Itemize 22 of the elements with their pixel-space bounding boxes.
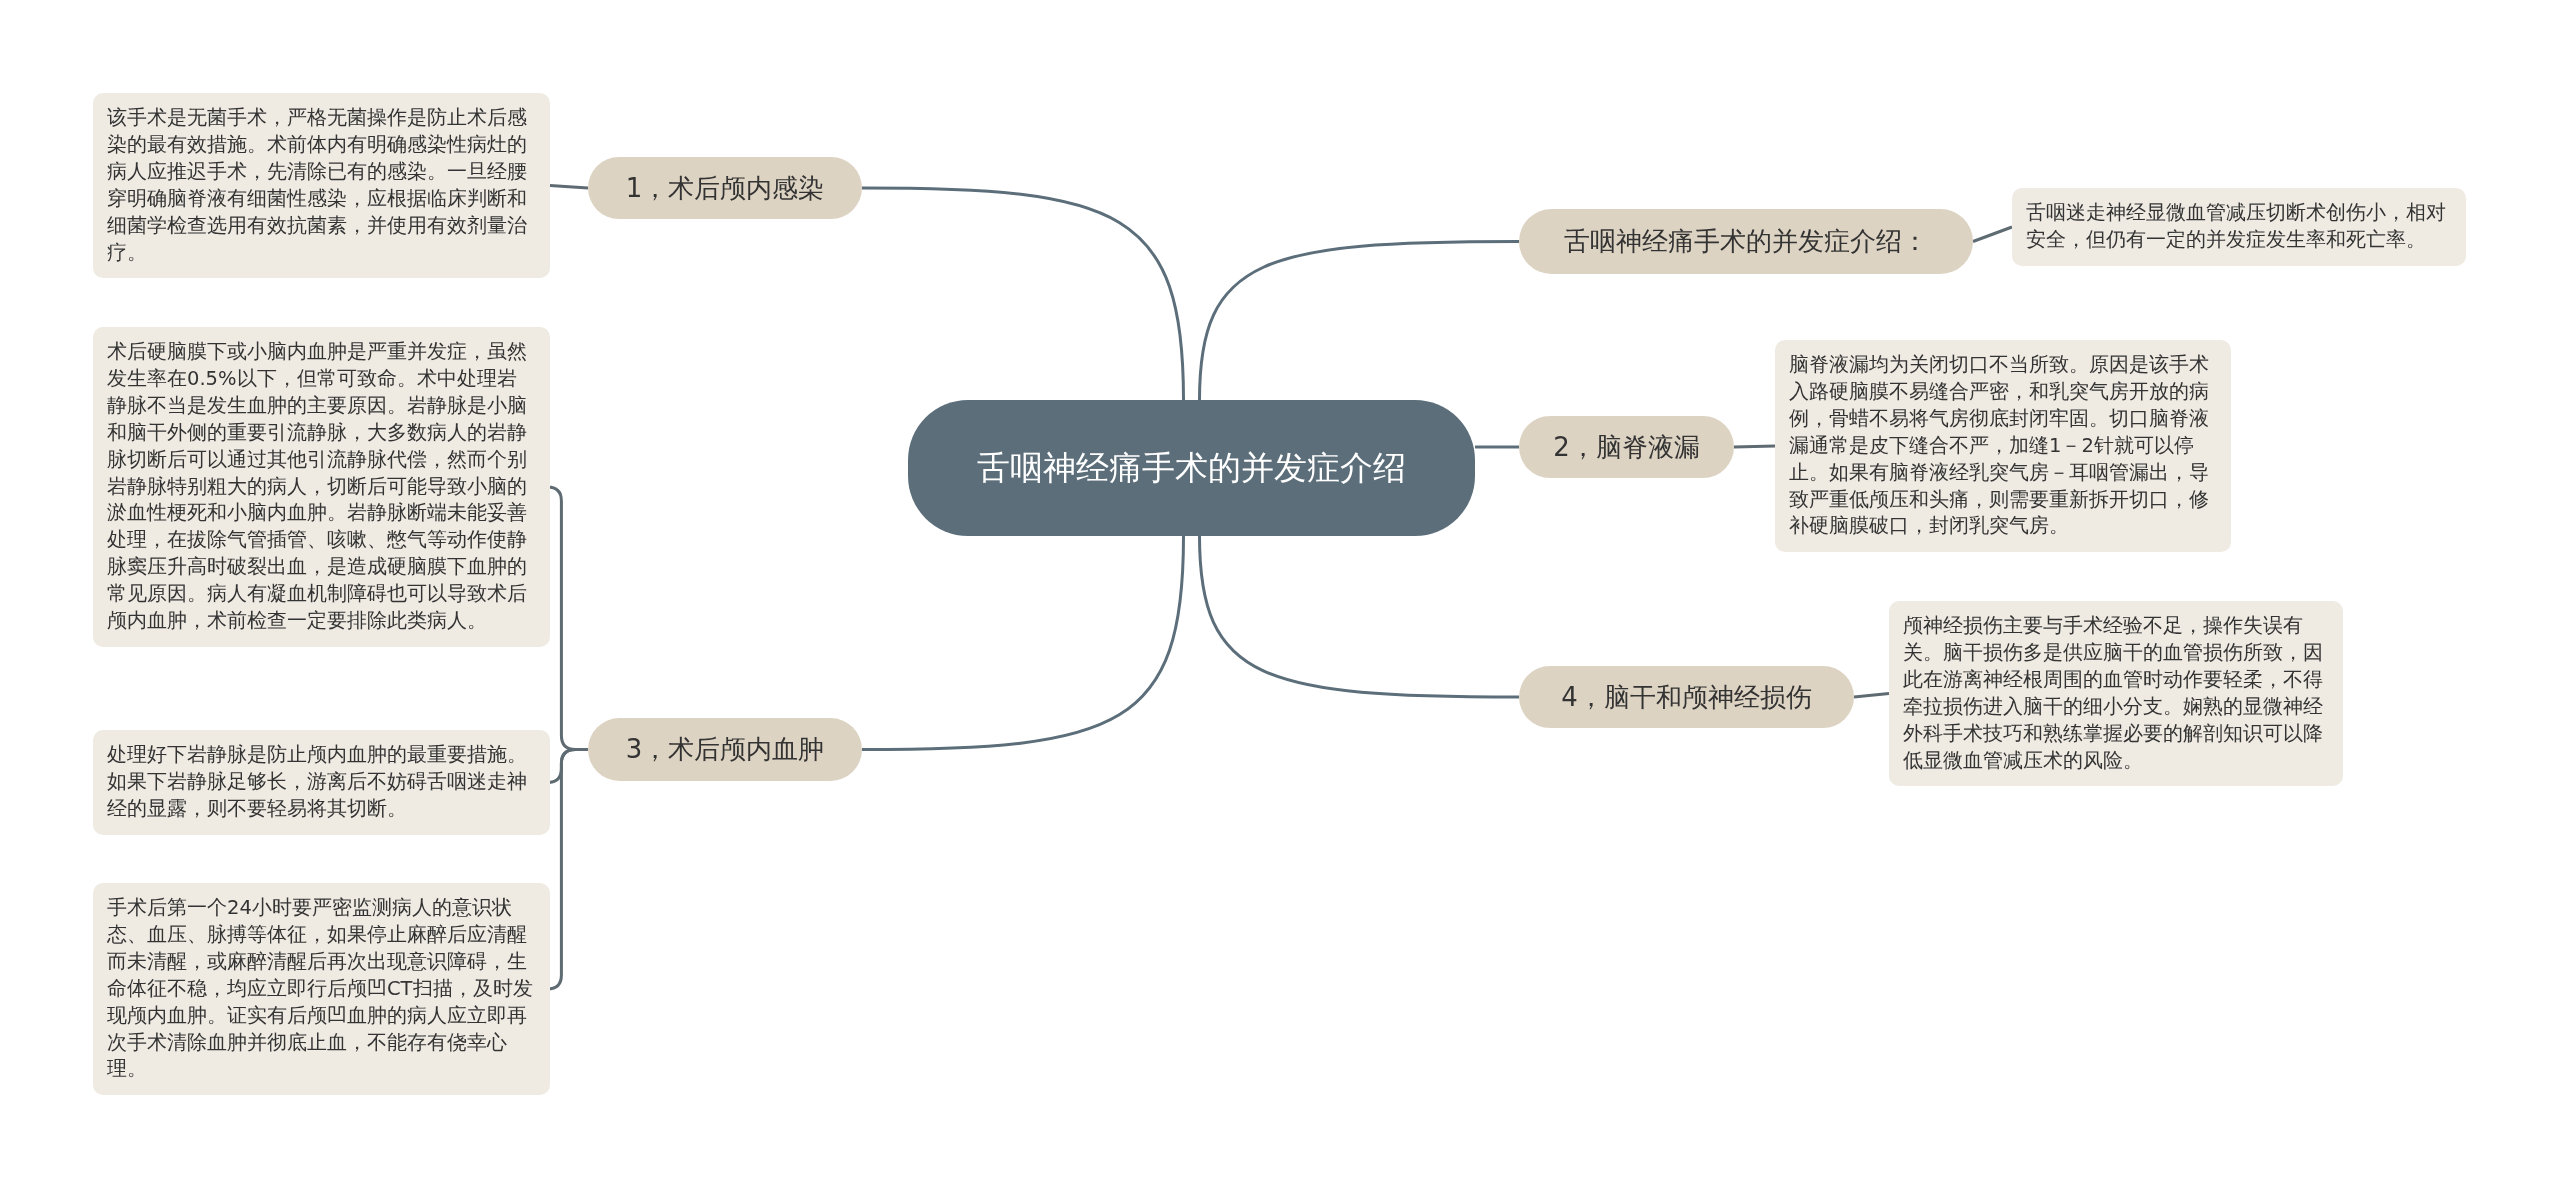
connector-line [1972, 225, 2013, 243]
connector-line [549, 184, 589, 190]
connector-line [862, 186, 1185, 401]
connector-line [1853, 692, 1890, 699]
note-box: 处理好下岩静脉是防止颅内血肿的最重要措施。如果下岩静脉足够长，游离后不妨碍舌咽迷走神经的显露，则不要轻易将其切断。 [93, 730, 550, 835]
branch-pill: 1，术后颅内感染 [588, 157, 862, 219]
note-box: 脑脊液漏均为关闭切口不当所致。原因是该手术入路硬脑膜不易缝合严密，和乳突气房开放的病例，骨蜡不易将气房彻底封闭牢固。切口脑脊液漏通常是皮下缝合不严，加缝1－2针就可以停止。如果有脑脊液经乳突气房－耳咽管漏出，导致严重低颅压和头痛，则需要重新拆开切口，修补硬脑膜破口，封闭乳突气房。 [1775, 340, 2231, 553]
connector-line [1733, 444, 1776, 449]
note-box: 舌咽迷走神经显微血管减压切断术创伤小，相对安全，但仍有一定的并发症发生率和死亡率。 [2012, 188, 2466, 266]
topic-box: 舌咽神经痛手术的并发症介绍 [908, 400, 1475, 536]
branch-pill: 3，术后颅内血肿 [588, 718, 862, 781]
connector-line [1198, 240, 1519, 401]
note-box: 颅神经损伤主要与手术经验不足，操作失误有关。脑干损伤多是供应脑干的血管损伤所致，因此在游离神经根周围的血管时动作要轻柔，不得牵拉损伤进入脑干的细小分支。娴熟的显微神经外科手术技巧和熟练掌握必要的解剖知识可以降低显微血管减压术的风险。 [1889, 601, 2343, 787]
branch-pill: 2，脑脊液漏 [1519, 416, 1734, 478]
connector-line [1198, 535, 1519, 699]
connector-line [1475, 445, 1519, 449]
connector-line [862, 535, 1185, 751]
branch-pill: 4，脑干和颅神经损伤 [1519, 666, 1854, 728]
note-box: 手术后第一个24小时要严密监测病人的意识状态、血压、脉搏等体征，如果停止麻醉后应清醒而未清醒，或麻醉清醒后再次出现意识障碍，生命体征不稳，均应立即行后颅凹CT扫描，及时发现颅内血肿。证实有后颅凹血肿的病人应立即再次手术清除血肿并彻底止血，不能存有侥幸心理。 [93, 883, 550, 1096]
note-box: 术后硬脑膜下或小脑内血肿是严重并发症，虽然发生率在0.5%以下，但常可致命。术中处理岩静脉不当是发生血肿的主要原因。岩静脉是小脑和脑干外侧的重要引流静脉，大多数病人的岩静脉切断后可以通过其他引流静脉代偿，然而个别岩静脉特别粗大的病人，切断后可能导致小脑的淤血性梗死和小脑内血肿。岩静脉断端未能妥善处理，在拔除气管插管、咳嗽、憋气等动作使静脉窦压升高时破裂出血，是造成硬脑膜下血肿的常见原因。病人有凝血机制障碍也可以导致术后颅内血肿，术前检查一定要排除此类病人。 [93, 327, 550, 647]
note-box: 该手术是无菌手术，严格无菌操作是防止术后感染的最有效措施。术前体内有明确感染性病灶的病人应推迟手术，先清除已有的感染。一旦经腰穿明确脑脊液有细菌性感染，应根据临床判断和细菌学检查选用有效抗菌素，并使用有效剂量治疗。 [93, 93, 550, 279]
branch-pill: 舌咽神经痛手术的并发症介绍： [1519, 209, 1973, 274]
